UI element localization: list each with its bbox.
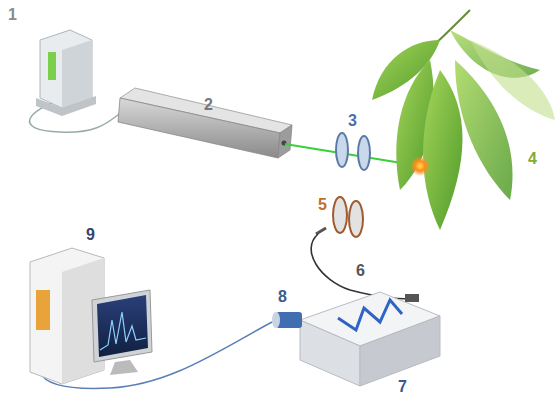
callout-number: 8 — [278, 288, 287, 306]
callout-number: 1 — [8, 6, 17, 24]
callout-number: 5 — [318, 196, 327, 214]
callout-number: 3 — [348, 112, 357, 130]
callout-number: 9 — [86, 226, 95, 244]
usb-connector — [272, 312, 302, 328]
callout-number: 4 — [528, 150, 537, 168]
leaf-sample — [372, 10, 555, 230]
laser — [118, 88, 292, 158]
callout-number: 7 — [398, 378, 407, 396]
callout-number: 6 — [356, 262, 365, 280]
computer — [30, 248, 152, 384]
optical-fiber — [311, 228, 412, 299]
lens-pair — [336, 133, 370, 170]
callout-number: 2 — [204, 96, 213, 114]
spectrometer — [300, 292, 440, 386]
collection-lens-pair — [333, 197, 363, 237]
power-supply — [30, 30, 122, 132]
